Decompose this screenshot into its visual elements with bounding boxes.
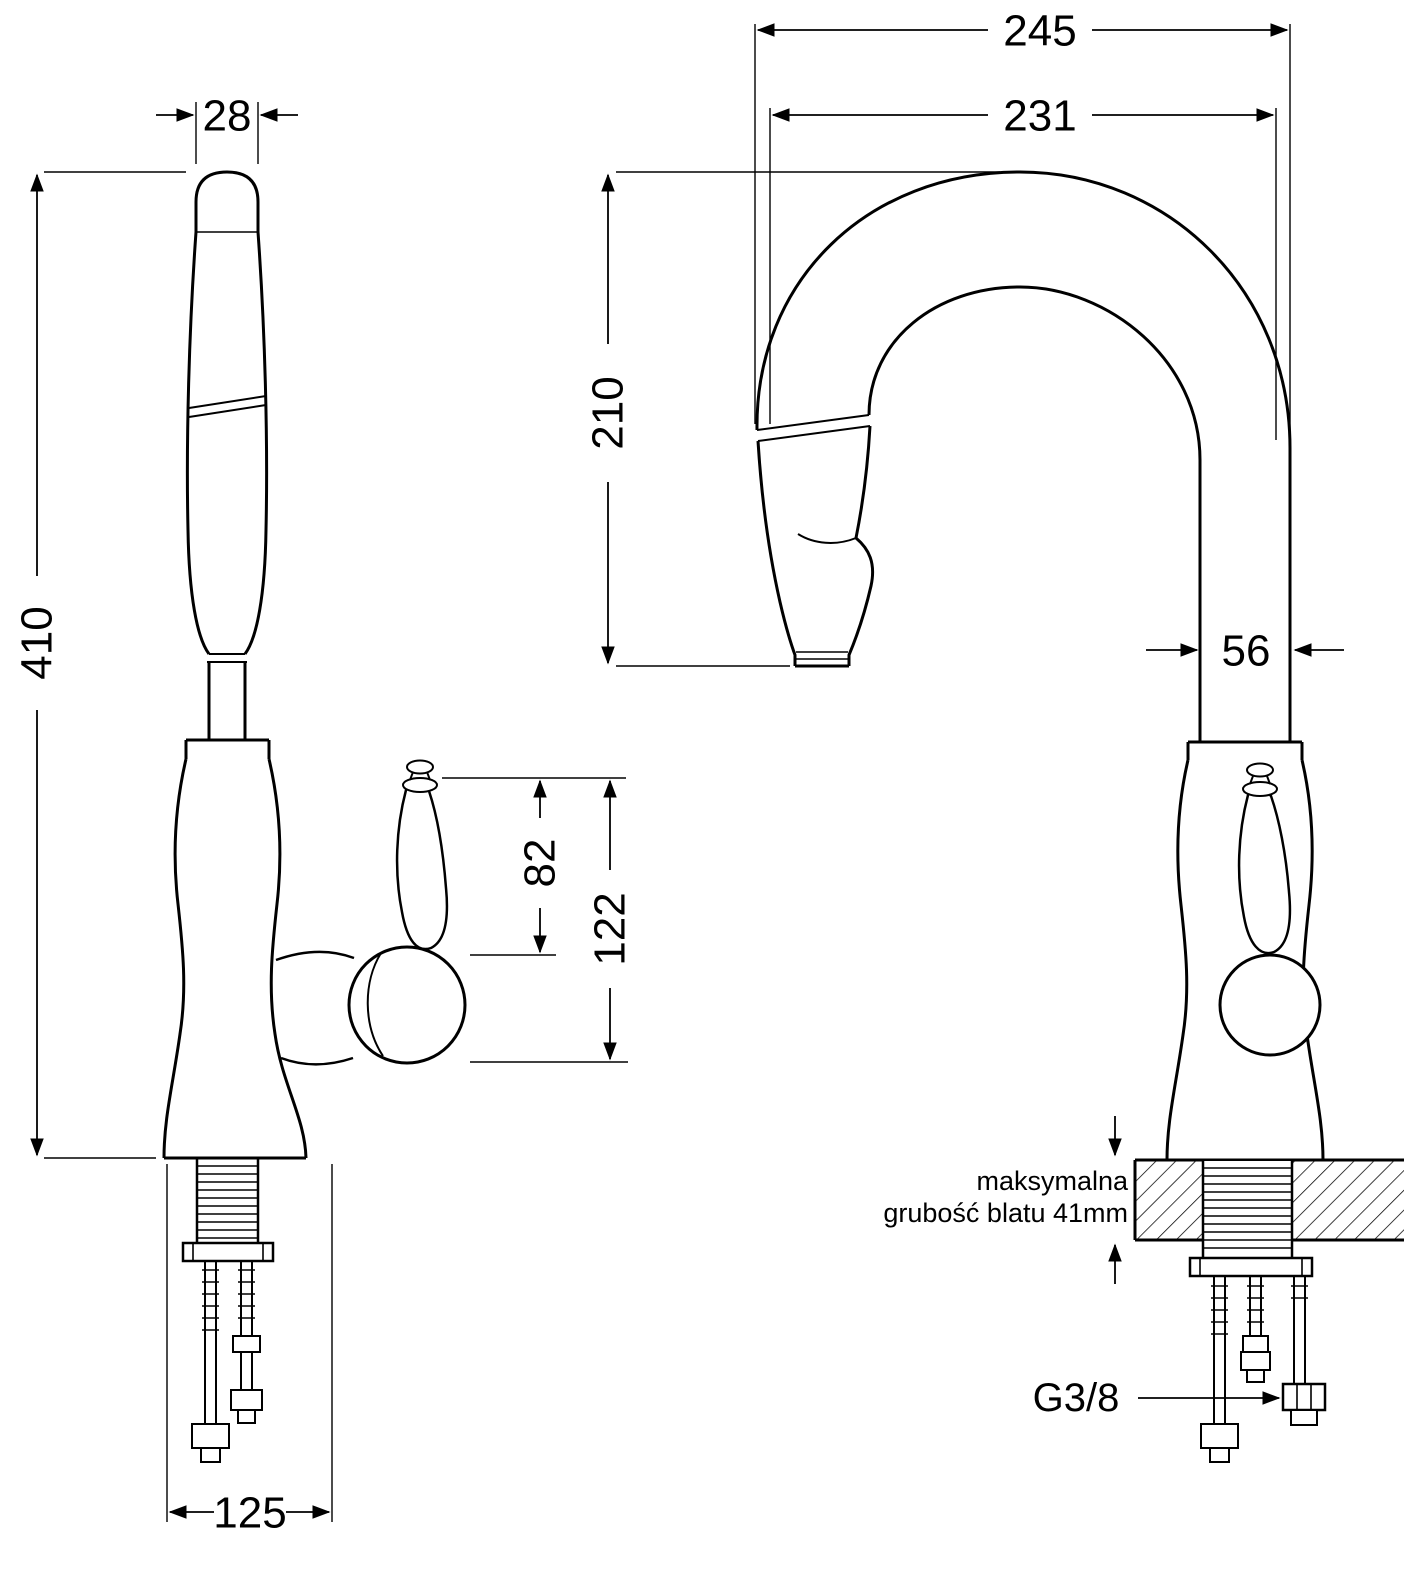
dimension-spout-width: 28 <box>156 92 298 164</box>
dim-total-height-label: 410 <box>13 606 62 679</box>
side-mounting-hardware <box>1188 1256 1327 1463</box>
dim-spout-width-label: 28 <box>203 92 252 141</box>
side-spout-arc <box>755 170 1292 742</box>
front-threaded-shank <box>195 1158 260 1243</box>
g38-connector-nut <box>1281 1382 1327 1412</box>
front-mounting-hardware <box>181 1241 275 1463</box>
countertop-note-line2: grubość blatu 41mm <box>883 1198 1128 1228</box>
side-body <box>1165 740 1325 1161</box>
countertop-thickness-callout: maksymalna grubość blatu 41mm <box>883 1116 1129 1284</box>
front-view: 28 410 82 122 125 <box>13 92 635 1538</box>
countertop-hatch-right <box>1292 1161 1404 1239</box>
thread-size-callout: G3/8 <box>1033 1376 1281 1420</box>
front-stud-threads <box>202 1269 255 1331</box>
dim-base-width-label: 125 <box>213 1489 286 1538</box>
dimension-handle-height: 82 <box>442 777 626 956</box>
side-spray-head <box>756 414 875 668</box>
front-handle <box>275 759 467 1066</box>
countertop-note-line1: maksymalna <box>976 1166 1129 1196</box>
dim-spout-height-label: 210 <box>584 376 633 449</box>
dimension-total-height: 410 <box>13 171 186 1159</box>
side-stud-threads <box>1211 1285 1308 1335</box>
side-shank-threads <box>1204 1167 1291 1249</box>
dim-spout-reach-label: 231 <box>1003 92 1076 141</box>
side-handle <box>1218 762 1322 1057</box>
countertop-section <box>1133 1158 1404 1258</box>
dim-handle-height-label: 82 <box>516 839 565 888</box>
dimension-base-width: 125 <box>166 1164 333 1538</box>
side-view: 245 231 210 56 maksymalna grubość blatu … <box>584 7 1404 1463</box>
dim-handle-unit-height-label: 122 <box>586 892 635 965</box>
dimension-overall-depth: 245 <box>754 7 1291 440</box>
front-body <box>162 738 308 1160</box>
front-spout <box>185 170 269 740</box>
dimension-column-width: 56 <box>1146 627 1344 676</box>
dimension-handle-unit-height: 122 <box>470 779 635 1063</box>
dimension-spout-reach: 231 <box>769 92 1277 440</box>
thread-size-label: G3/8 <box>1033 1376 1120 1420</box>
countertop-hatch-left <box>1136 1161 1202 1239</box>
dim-column-width-label: 56 <box>1222 627 1271 676</box>
dimension-spout-height: 210 <box>584 171 1000 667</box>
dim-overall-depth-label: 245 <box>1003 7 1076 56</box>
front-shank-threads <box>198 1165 257 1239</box>
